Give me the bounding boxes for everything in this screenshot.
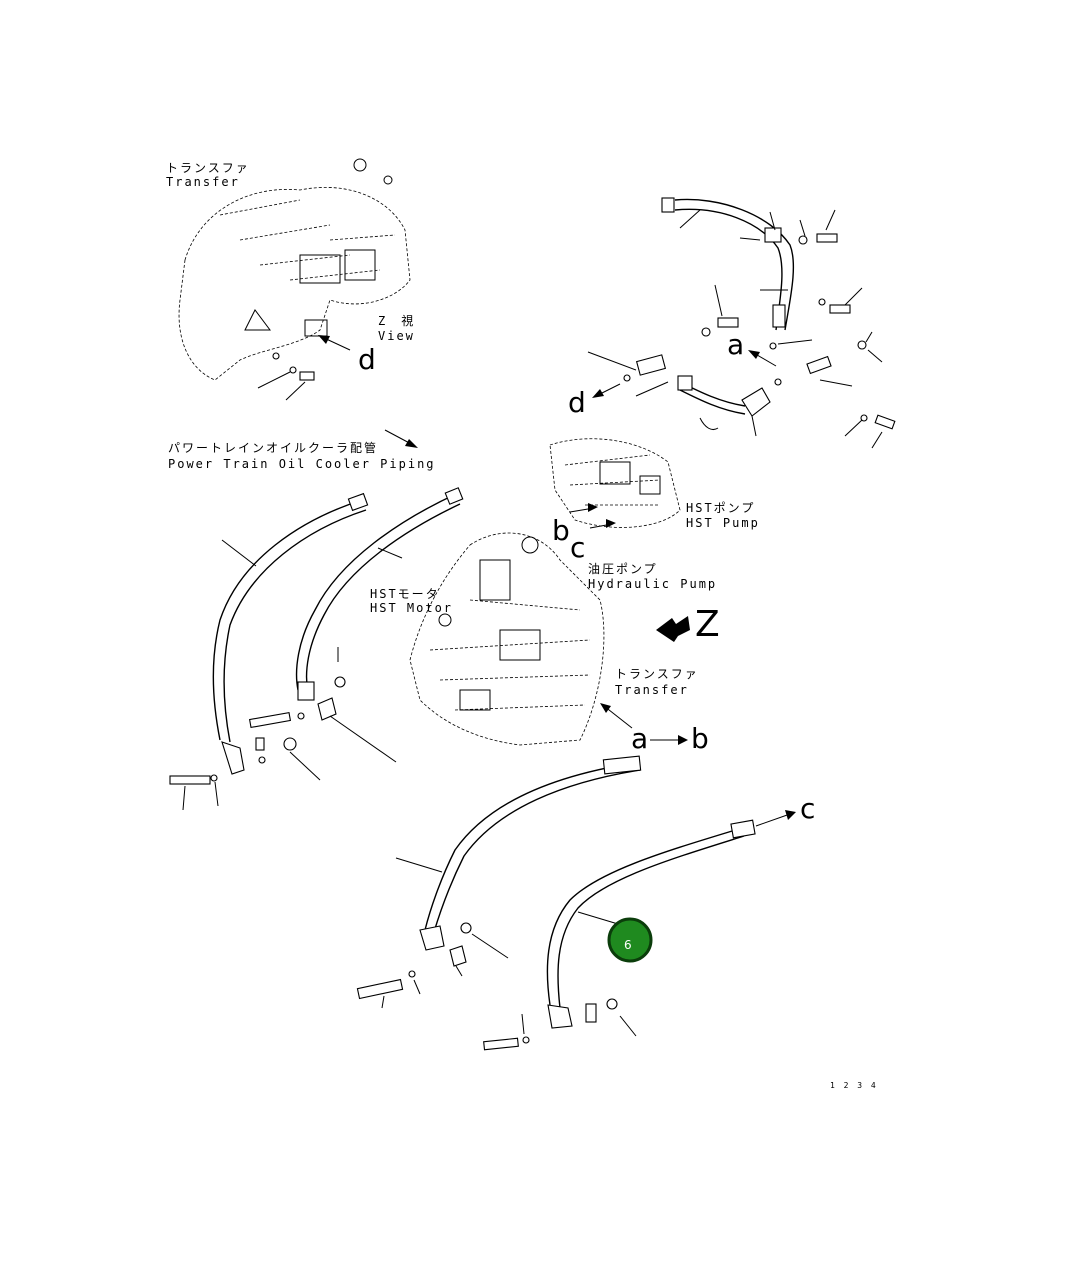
- letter-d-top: d: [358, 343, 376, 376]
- arrow-b-mid: [569, 503, 598, 513]
- letter-a-top: a: [727, 328, 744, 361]
- fitting-top-left: [257, 352, 315, 401]
- hose-assembly-right-mid: [587, 351, 896, 449]
- transfer-top-jp-label: トランスファ: [166, 161, 250, 175]
- arrow-z-view: [656, 616, 690, 642]
- hyd-pump-en-label: Hydraulic Pump: [588, 577, 717, 591]
- arrow-d-top: [318, 335, 351, 351]
- cooler-hose-left: [169, 492, 369, 811]
- arrow-b-bottom: [650, 735, 688, 745]
- letter-d-right: d: [568, 386, 586, 419]
- hyd-pump-jp-label: 油圧ポンプ: [588, 562, 658, 576]
- hst-pump-en-label: HST Pump: [686, 516, 760, 530]
- letter-z: Z: [695, 604, 720, 645]
- transfer-center-sketch: [409, 532, 605, 746]
- part-callout-number: 6: [624, 938, 632, 952]
- hst-motor-en-label: HST Motor: [370, 601, 453, 615]
- transfer-assembly-sketch: [178, 158, 411, 381]
- z-view-en-label: View: [378, 329, 415, 343]
- part-callout-6[interactable]: 6: [607, 917, 653, 963]
- arrow-c-bottom: [755, 810, 796, 827]
- hst-motor-jp-label: HSTモータ: [370, 587, 440, 601]
- arrow-d-right: [592, 383, 621, 398]
- figure-code: 1 2 3 4: [830, 1081, 878, 1090]
- transfer-top-en-label: Transfer: [166, 175, 240, 189]
- transfer-mid-en-label: Transfer: [615, 683, 689, 697]
- z-view-jp-label: Z 視: [378, 313, 415, 328]
- pump-hose-bottom-right: [483, 819, 756, 1051]
- hst-pump-jp-label: HSTポンプ: [686, 501, 755, 515]
- arrow-to-hst-pump: [384, 429, 418, 448]
- ptoc-en-label: Power Train Oil Cooler Piping: [168, 457, 436, 471]
- letter-c-bottom: c: [800, 792, 815, 825]
- arrow-c-mid: [589, 519, 616, 529]
- arrow-a-bottom: [600, 703, 633, 729]
- pump-hose-bottom-left: [356, 755, 642, 1009]
- ptoc-jp-label: パワートレインオイルクーラ配管: [168, 440, 378, 455]
- letter-a-bottom: a: [631, 722, 648, 755]
- letter-c-mid: c: [570, 531, 585, 564]
- hose-assembly-top-right: [661, 197, 883, 363]
- hst-pump-sketch: [549, 438, 681, 528]
- transfer-mid-jp-label: トランスファ: [615, 667, 699, 681]
- letter-b-bottom: b: [691, 722, 709, 755]
- cooler-hose-mid: [248, 487, 464, 781]
- letter-b-mid: b: [552, 514, 570, 547]
- arrow-a-top: [748, 350, 777, 367]
